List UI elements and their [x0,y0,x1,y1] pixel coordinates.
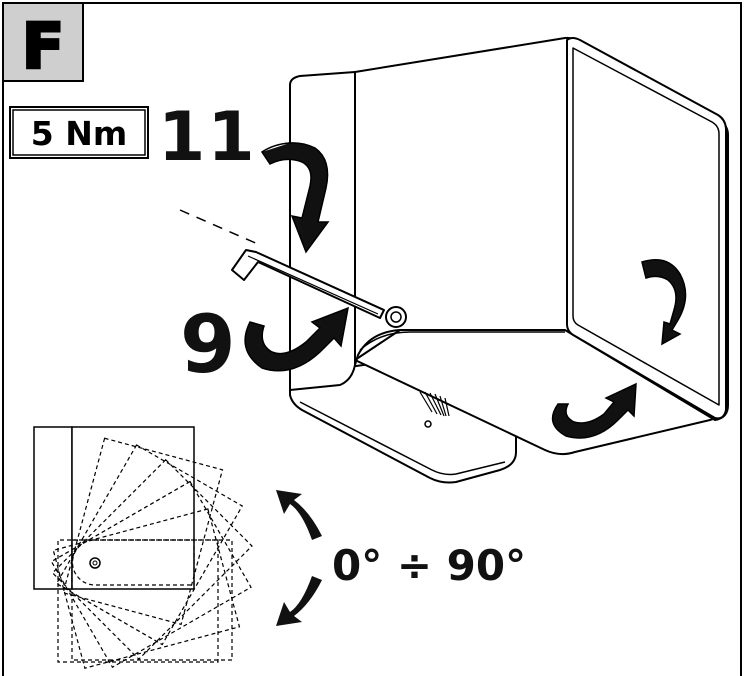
range-arrow-down-icon [276,576,322,626]
rotation-schematic [33,426,253,669]
torque-label: 5 Nm [31,114,127,153]
panel-letter: F [22,10,64,83]
hex-screw [385,306,407,328]
allen-key-icon [231,249,385,319]
mount-screw [424,420,432,428]
rotation-arrows [244,142,687,439]
rotation-range-label: 0° ÷ 90° [332,541,526,590]
wall-plate [33,426,73,590]
range-arrow-up-icon [276,490,322,540]
torque-spec: 5 Nm [9,106,149,159]
step-9-label: 9 [180,298,236,391]
range-arrows [276,490,322,626]
panel-letter-box: F [2,2,84,85]
cooling-fins [419,391,450,417]
housing-lens-face [566,37,727,420]
bottom-rotate-arrow-icon [551,382,637,439]
alignment-guide-line [179,209,261,246]
step-10-arrow-icon [641,259,687,346]
pivot-arm [71,539,195,586]
step-11-arrow-icon [260,142,330,254]
step-9-arrow-icon [244,306,349,372]
step-11-label: 11 [158,98,257,177]
